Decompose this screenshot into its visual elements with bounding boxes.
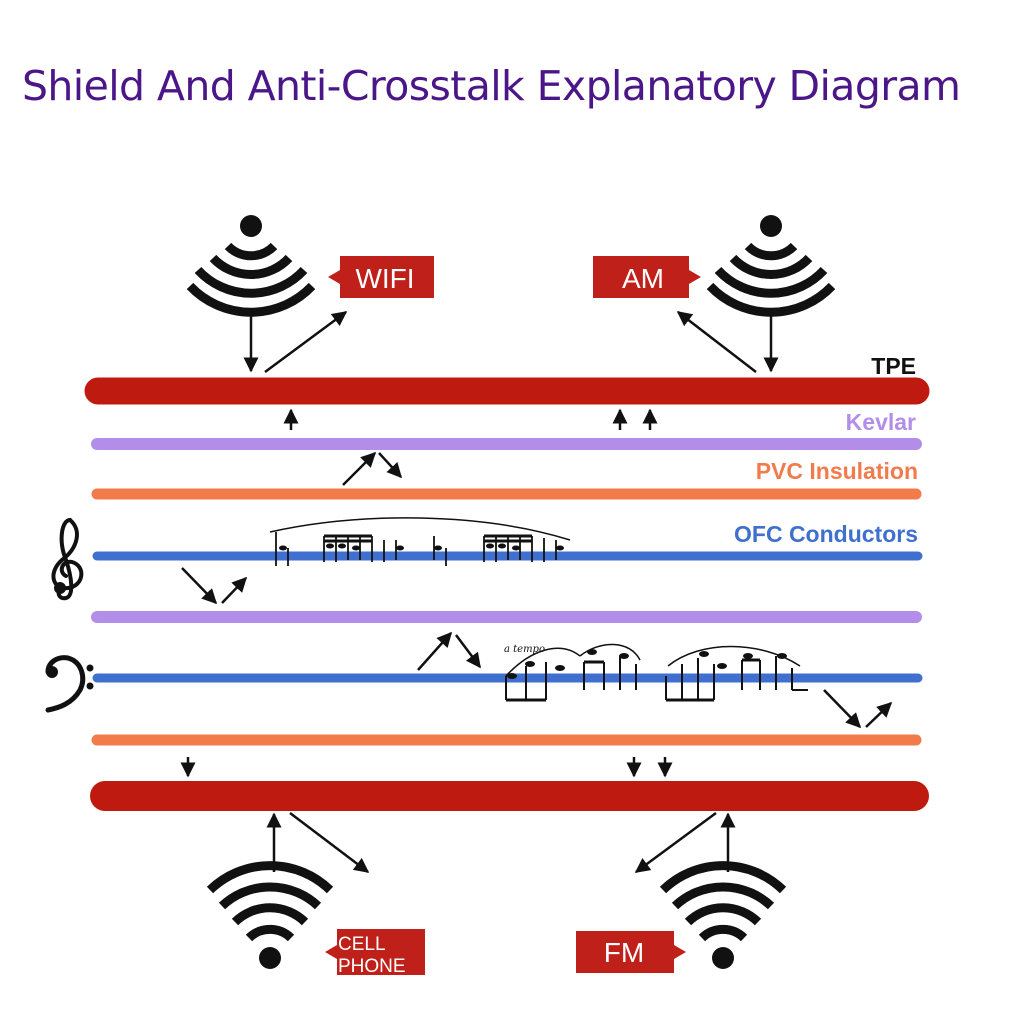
- svg-text:CELL: CELL: [338, 934, 386, 955]
- cell-phone-tag: CELL PHONE: [325, 929, 425, 977]
- fm-tag: FM: [576, 931, 686, 973]
- broadcast-icon-am-source: [706, 215, 836, 317]
- diagram-title: Shield And Anti-Crosstalk Explanatory Di…: [22, 62, 961, 110]
- am-tag: AM: [593, 256, 701, 298]
- wifi-icon-fm-source: [659, 861, 787, 969]
- treble-clef-icon: [51, 518, 84, 601]
- svg-text:PHONE: PHONE: [338, 956, 406, 977]
- bass-clef-icon: [45, 655, 94, 713]
- svg-text:FM: FM: [604, 937, 644, 968]
- pvc-insulation-label: PVC Insulation: [756, 458, 918, 484]
- tpe-label: TPE: [871, 353, 916, 379]
- ofc-conductors-label: OFC Conductors: [734, 521, 918, 547]
- svg-text:AM: AM: [622, 263, 664, 294]
- music-notes-bottom: a tempo: [504, 643, 808, 702]
- kevlar-label: Kevlar: [846, 409, 916, 435]
- wifi-icon-cell-source: [206, 861, 334, 969]
- svg-text:WIFI: WIFI: [355, 263, 414, 294]
- arrow-icon-group: [180, 310, 893, 874]
- music-notes-top: [269, 517, 571, 566]
- wifi-tag: WIFI: [328, 256, 434, 298]
- tempo-marking: a tempo: [504, 644, 545, 655]
- broadcast-icon-wifi-source: [186, 215, 316, 317]
